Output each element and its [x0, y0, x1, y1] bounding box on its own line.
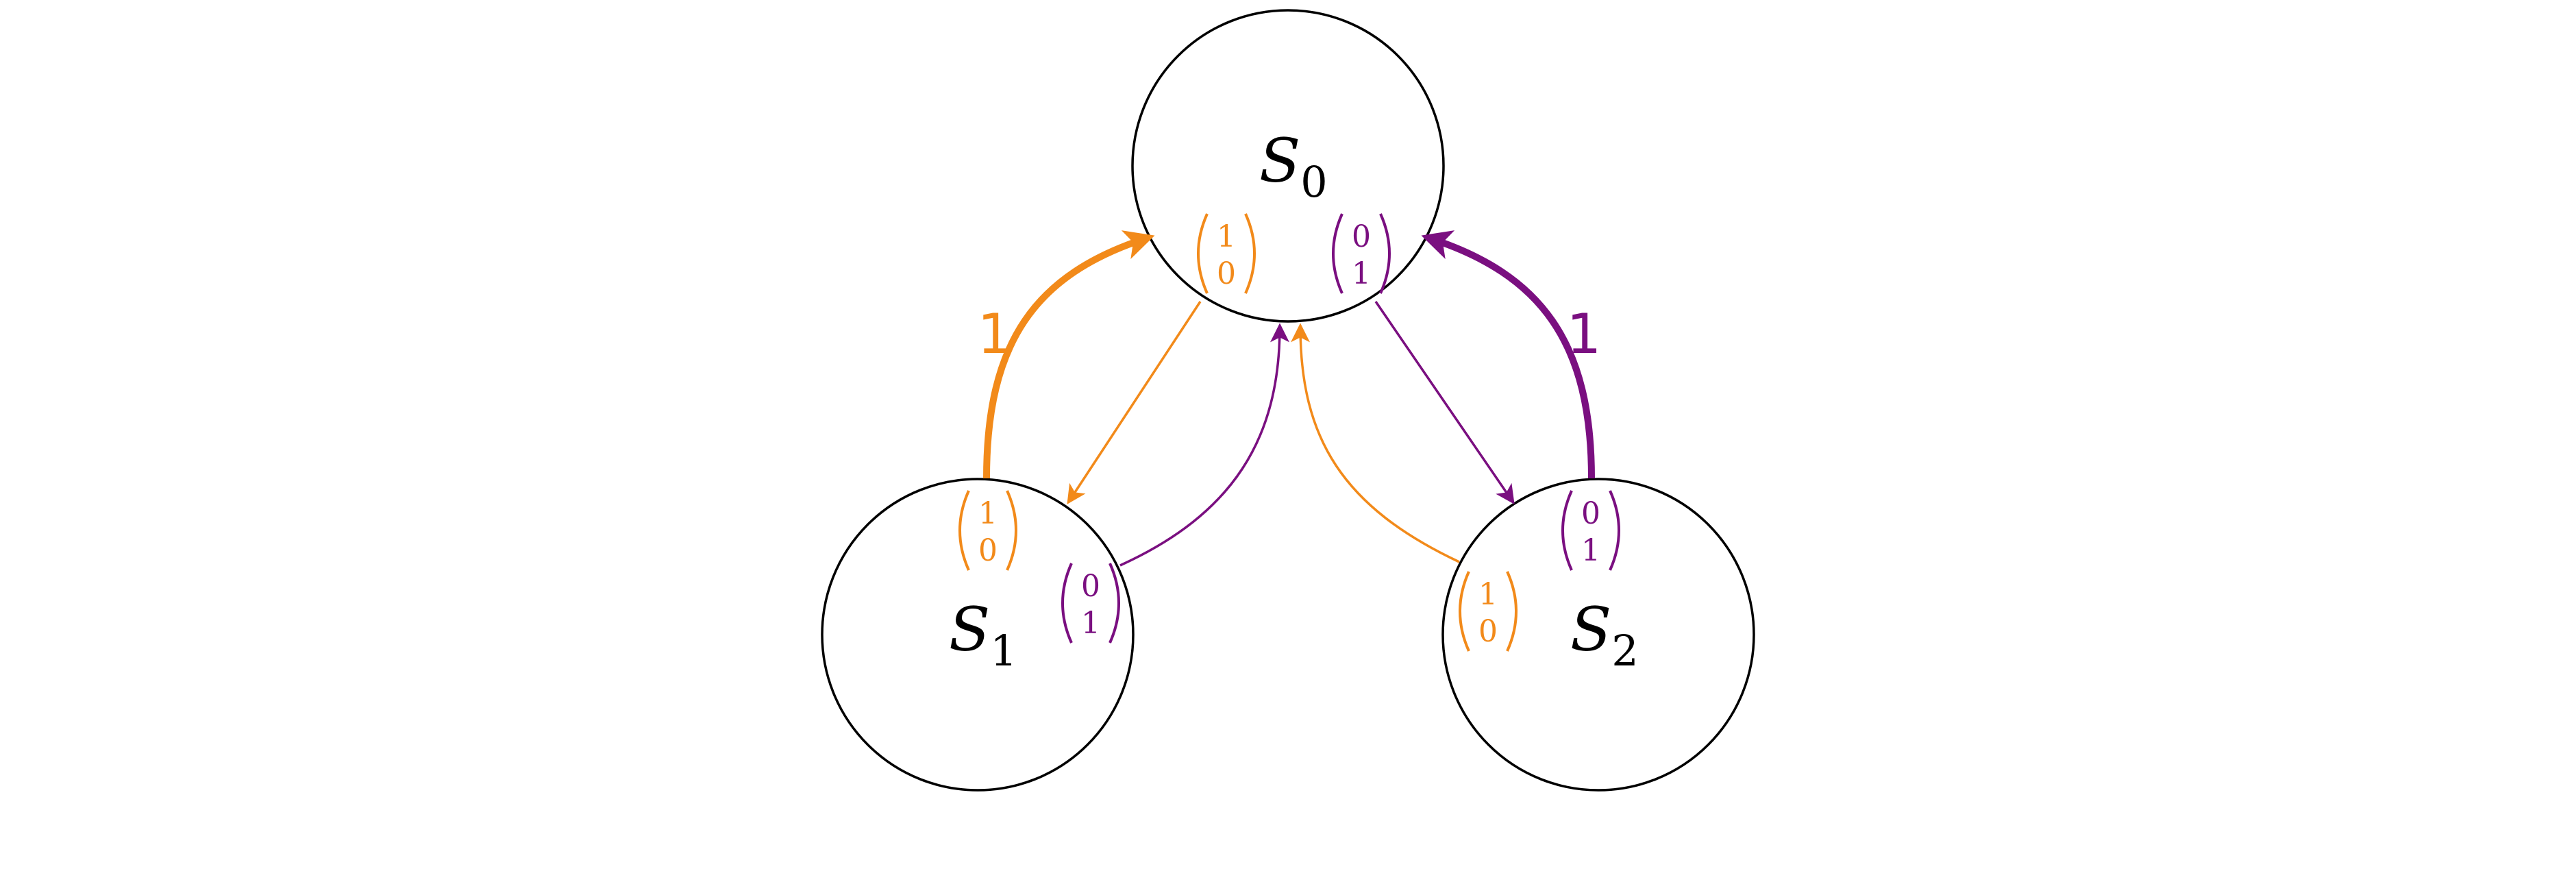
- edge-s0-to-s2-purple: [1374, 301, 1515, 504]
- state-s1-letter: S: [949, 594, 990, 665]
- vector-s1-purple: 01: [1061, 563, 1120, 644]
- edge-weight-purple: 1: [1567, 302, 1602, 366]
- state-s2-letter: S: [1570, 594, 1611, 665]
- vector-bottom-entry: 0: [978, 533, 998, 568]
- vector-top-entry: 1: [978, 496, 998, 531]
- paren-right: [1379, 213, 1391, 294]
- edge-s1-to-s0-orange-thick: [983, 230, 1155, 479]
- paren-right: [1244, 213, 1256, 294]
- vector-top-entry: 0: [1352, 219, 1371, 254]
- paren-left: [1197, 213, 1209, 294]
- paren-left: [958, 490, 970, 571]
- paren-left: [1459, 571, 1470, 652]
- vector-top-entry: 1: [1478, 577, 1498, 612]
- paren-right: [1609, 490, 1620, 571]
- paren-left: [1061, 563, 1073, 644]
- state-s2-circle: [1441, 478, 1755, 792]
- edge-s1-to-s0-purple: [1119, 323, 1289, 567]
- state-s1-label: S1: [949, 594, 1017, 676]
- vector-top-entry: 0: [1081, 569, 1100, 604]
- vector-s0-purple: 01: [1332, 213, 1391, 294]
- state-s2-label: S2: [1570, 594, 1639, 676]
- vector-bottom-entry: 1: [1081, 606, 1100, 641]
- paren-left: [1561, 490, 1573, 571]
- vector-bottom-entry: 0: [1217, 256, 1236, 291]
- vector-top-entry: 0: [1581, 496, 1600, 531]
- state-s1-circle: [821, 478, 1135, 792]
- vector-bottom-entry: 1: [1352, 256, 1371, 291]
- vector-bottom-entry: 1: [1581, 533, 1600, 568]
- paren-right: [1506, 571, 1518, 652]
- vector-s2-purple: 01: [1561, 490, 1620, 571]
- vector-bottom-entry: 0: [1478, 614, 1498, 649]
- edge-s2-to-s0-orange: [1291, 323, 1460, 563]
- state-s0-letter: S: [1259, 125, 1300, 196]
- edge-s2-to-s0-purple-thick: [1421, 230, 1595, 479]
- state-s1-sub: 1: [990, 626, 1017, 676]
- paren-right: [1109, 563, 1120, 644]
- paren-right: [1006, 490, 1017, 571]
- vector-s1-orange: 10: [958, 490, 1017, 571]
- state-s0-circle: [1131, 9, 1445, 323]
- vector-s2-orange: 10: [1459, 571, 1518, 652]
- state-s2-sub: 2: [1611, 626, 1638, 676]
- edge-weight-orange: 1: [978, 302, 1013, 366]
- vector-top-entry: 1: [1217, 219, 1236, 254]
- edge-s0-to-s1-orange: [1067, 301, 1202, 504]
- paren-left: [1332, 213, 1343, 294]
- state-s0-sub: 0: [1300, 157, 1327, 207]
- vector-s0-orange: 10: [1197, 213, 1256, 294]
- state-s0-label: S0: [1259, 125, 1328, 207]
